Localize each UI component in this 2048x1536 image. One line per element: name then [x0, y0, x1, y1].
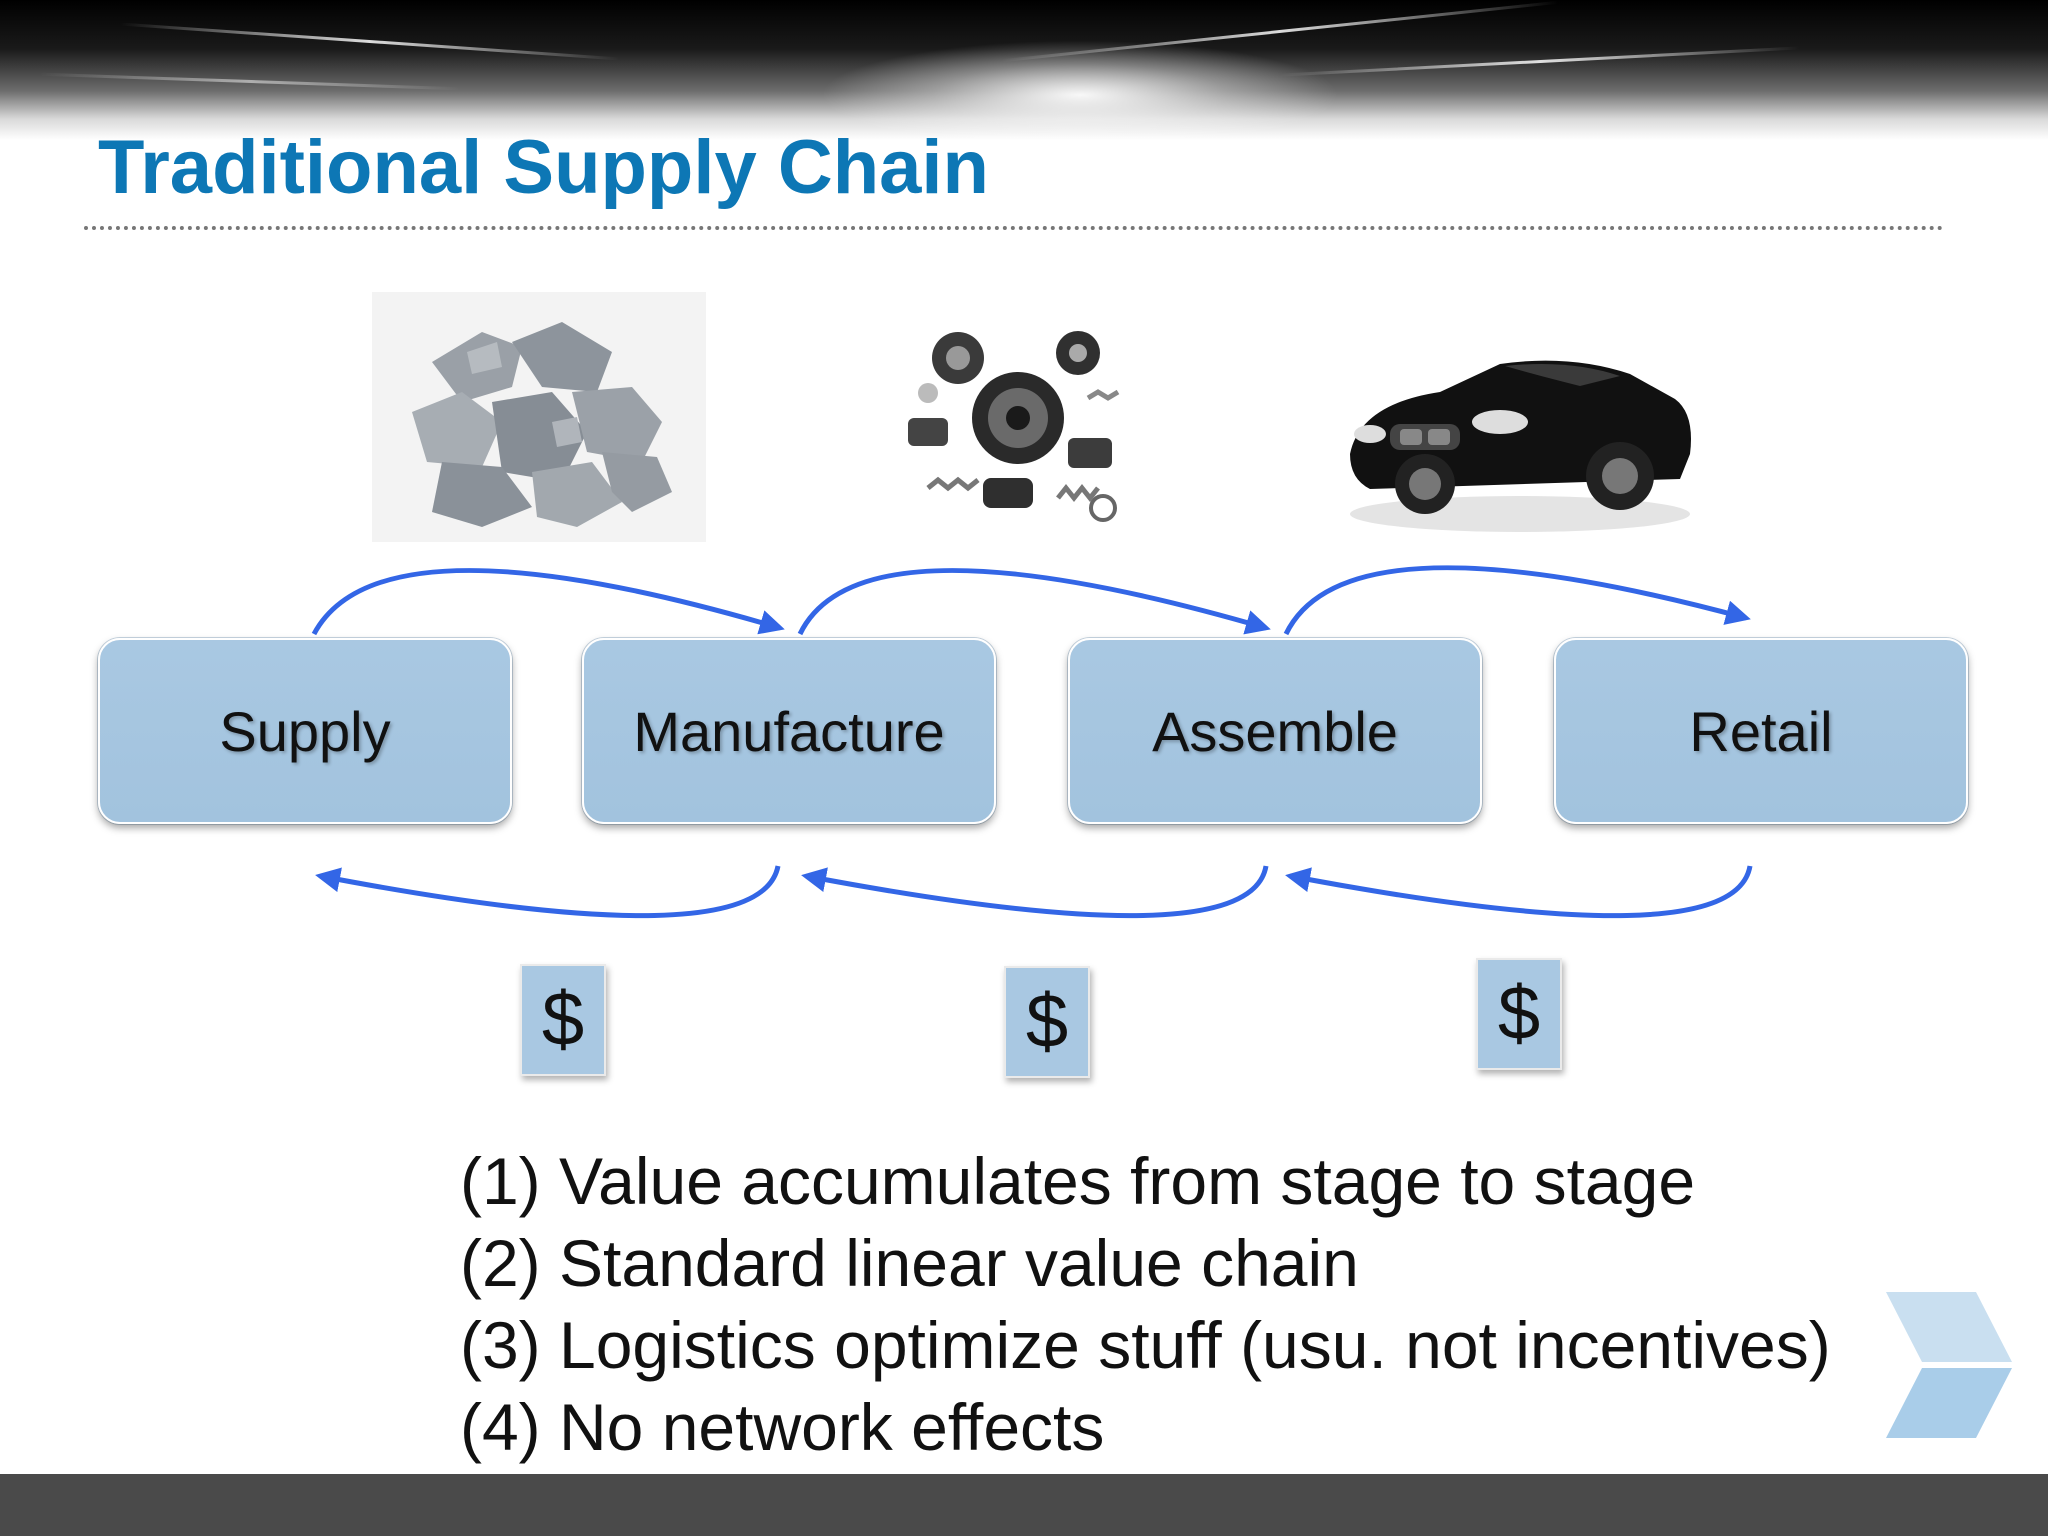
- convertible-car-icon: [1350, 360, 1691, 532]
- money-box-1: $: [520, 964, 606, 1076]
- dollar-sign: $: [1025, 979, 1069, 1064]
- goods-arrow-manufacture-to-assemble: [797, 568, 1271, 636]
- key-point: (1) Value accumulates from stage to stag…: [460, 1144, 1696, 1218]
- chevron-decoration-icon: [1886, 1292, 2012, 1438]
- dollar-sign: $: [541, 977, 585, 1062]
- stage-label: Manufacture: [633, 699, 945, 763]
- key-points-list: (1) Value accumulates from stage to stag…: [460, 1140, 1831, 1468]
- stage-label: Supply: [219, 699, 391, 763]
- title-divider: [84, 226, 1944, 230]
- stage-retail: Retail: [1554, 638, 1968, 824]
- stage-label: Retail: [1689, 699, 1833, 763]
- money-box-2: $: [1004, 966, 1090, 1078]
- stage-supply: Supply: [98, 638, 512, 824]
- header-banner: [0, 0, 2048, 140]
- goods-arrow-supply-to-manufacture: [311, 567, 785, 636]
- slide-title: Traditional Supply Chain: [98, 125, 989, 210]
- mechanical-parts-icon: [908, 331, 1120, 522]
- money-arrow-manufacture-to-supply: [315, 865, 781, 919]
- money-arrow-retail-to-assemble: [1285, 865, 1753, 919]
- stage-label: Assemble: [1152, 699, 1398, 763]
- dollar-sign: $: [1497, 971, 1541, 1056]
- money-flow-arrows: [315, 865, 1753, 919]
- goods-arrow-assemble-to-retail: [1283, 565, 1751, 636]
- parts-picture: [888, 298, 1138, 544]
- money-arrow-assemble-to-manufacture: [801, 865, 1269, 919]
- key-point: (2) Standard linear value chain: [460, 1226, 1359, 1300]
- raw-ore-rocks-icon: [412, 322, 672, 527]
- key-point: (4) No network effects: [460, 1390, 1105, 1464]
- car-picture: [1330, 304, 1710, 546]
- stage-manufacture: Manufacture: [582, 638, 996, 824]
- raw-ore-picture: [372, 292, 706, 542]
- goods-flow-arrows: [311, 565, 1751, 636]
- footer-bar: [0, 1474, 2048, 1536]
- key-point: (3) Logistics optimize stuff (usu. not i…: [460, 1308, 1831, 1382]
- stage-assemble: Assemble: [1068, 638, 1482, 824]
- money-box-3: $: [1476, 958, 1562, 1070]
